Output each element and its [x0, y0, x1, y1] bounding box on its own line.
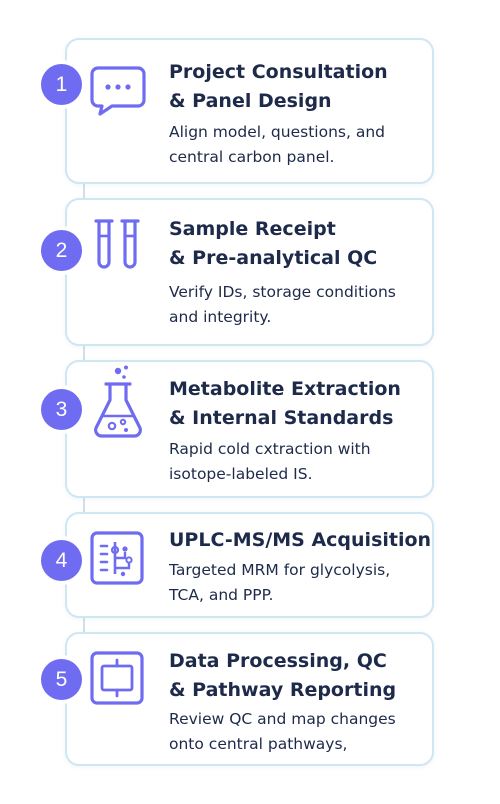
test-tubes-icon	[92, 218, 144, 274]
step-title-line: & Panel Design	[169, 90, 332, 112]
step-desc-line: Verify IDs, storage conditions	[169, 283, 396, 301]
step-card-1	[65, 38, 434, 184]
step-number-badge-5: 5	[41, 659, 82, 700]
step-title-1: Project Consultation & Panel Design	[169, 58, 388, 116]
step-desc-line: and integrity.	[169, 308, 272, 326]
step-number-badge-3: 3	[41, 389, 82, 430]
step-title-line: & Pathway Reporting	[169, 679, 397, 701]
step-title-line: Project Consultation	[169, 61, 388, 83]
step-desc-line: TCA, and PPP.	[169, 586, 274, 604]
step-title-4: UPLC-MS/MS Acquisition	[169, 526, 431, 555]
flask-icon	[92, 364, 144, 440]
step-title-5: Data Processing, QC & Pathway Reporting	[169, 647, 396, 705]
step-description-4: Targeted MRM for glycolysis, TCA, and PP…	[169, 558, 390, 608]
step-description-3: Rapid cold cxtraction with isotope-label…	[169, 437, 371, 487]
step-number-badge-4: 4	[41, 540, 82, 581]
step-description-5: Review QC and map changes onto central p…	[169, 707, 396, 757]
step-title-line: Metabolite Extraction	[169, 378, 401, 400]
step-desc-line: isotope-labeled IS.	[169, 465, 313, 483]
step-title-line: Sample Receipt	[169, 218, 336, 240]
step-number-badge-1: 1	[41, 64, 82, 105]
step-desc-line: Rapid cold cxtraction with	[169, 440, 371, 458]
step-title-line: & Internal Standards	[169, 407, 394, 429]
step-description-2: Verify IDs, storage conditions and integ…	[169, 280, 396, 330]
step-title-line: UPLC-MS/MS Acquisition	[169, 529, 432, 551]
data-frame-icon	[89, 650, 145, 706]
step-desc-line: Review QC and map changes	[169, 710, 396, 728]
circuit-chip-icon	[89, 530, 145, 586]
step-title-line: Data Processing, QC	[169, 650, 387, 672]
step-number-badge-2: 2	[41, 230, 82, 271]
step-desc-line: Align model, questions, and	[169, 123, 385, 141]
step-title-line: & Pre-analytical QC	[169, 247, 378, 269]
step-title-3: Metabolite Extraction & Internal Standar…	[169, 375, 401, 433]
chat-bubble-icon	[90, 64, 146, 116]
step-desc-line: central carbon panel.	[169, 148, 335, 166]
step-description-1: Align model, questions, and central carb…	[169, 120, 385, 170]
step-title-2: Sample Receipt & Pre-analytical QC	[169, 215, 377, 273]
step-desc-line: onto central pathways,	[169, 735, 348, 753]
step-desc-line: Targeted MRM for glycolysis,	[169, 561, 391, 579]
